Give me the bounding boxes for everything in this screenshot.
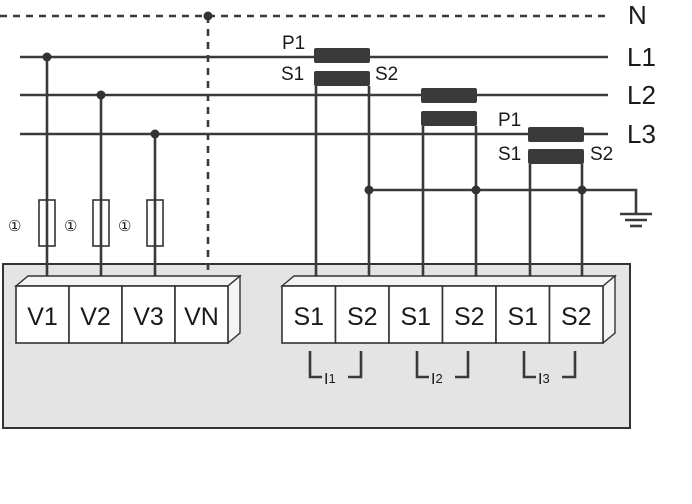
fuse-marker-3: ①	[118, 218, 131, 235]
terminal-i3-s1	[495, 285, 551, 344]
junction-dot	[150, 129, 160, 139]
group-label-i1: I1	[324, 371, 336, 388]
terminal-i1-s1	[281, 285, 337, 344]
terminal-v1	[15, 285, 70, 344]
label-l2: L2	[627, 80, 656, 110]
ct-l3-secondary	[528, 149, 584, 164]
junction-dot	[203, 11, 213, 21]
terminal-v3	[121, 285, 176, 344]
ct-l1-s1-label: S1	[281, 64, 304, 85]
ct-l3-s2-label: S2	[590, 144, 613, 165]
terminal-label: S2	[454, 303, 485, 331]
ct-l1-primary	[314, 48, 370, 63]
fuse-marker-1: ①	[8, 218, 21, 235]
ct-l3-primary	[528, 127, 584, 142]
terminal-vn	[174, 285, 229, 344]
ct-l2-secondary	[421, 111, 477, 126]
ct-l1-p1-label: P1	[282, 33, 305, 54]
terminal-label-v3: V3	[133, 303, 164, 331]
junction-dot	[577, 185, 587, 195]
junction-dot	[471, 185, 481, 195]
current-terminal-block	[280, 274, 617, 345]
label-l1: L1	[627, 42, 656, 72]
terminal-label: S1	[400, 303, 431, 331]
terminal-label-v2: V2	[80, 303, 111, 331]
terminal-v2	[68, 285, 123, 344]
terminal-label: S1	[293, 303, 324, 331]
junction-dot	[42, 52, 52, 62]
terminal-label: S1	[507, 303, 538, 331]
group-bracket-i1	[308, 351, 363, 379]
fuse-marker-2: ①	[64, 218, 77, 235]
ct-l3-s1-label: S1	[498, 144, 521, 165]
junction-dot	[96, 90, 106, 100]
ground-icon	[620, 212, 652, 228]
ct-l3-p1-label: P1	[498, 110, 521, 131]
ct-l2-primary	[421, 88, 477, 103]
terminal-label: S2	[347, 303, 378, 331]
label-l3: L3	[627, 119, 656, 149]
group-label-i3: I3	[538, 371, 550, 388]
label-n: N	[628, 0, 647, 30]
group-bracket-i3	[522, 351, 577, 379]
terminal-label-vn: VN	[184, 303, 219, 331]
terminal-label: S2	[561, 303, 592, 331]
terminal-i3-s2	[548, 285, 604, 344]
ct-l1-secondary	[314, 71, 370, 86]
group-bracket-i2	[415, 351, 470, 379]
junction-dot	[364, 185, 374, 195]
ground-bus	[369, 188, 638, 214]
terminal-label-v1: V1	[27, 303, 58, 331]
voltage-terminal-block	[14, 274, 242, 345]
group-label-i2: I2	[431, 371, 443, 388]
ct-l1-s2-label: S2	[375, 64, 398, 85]
